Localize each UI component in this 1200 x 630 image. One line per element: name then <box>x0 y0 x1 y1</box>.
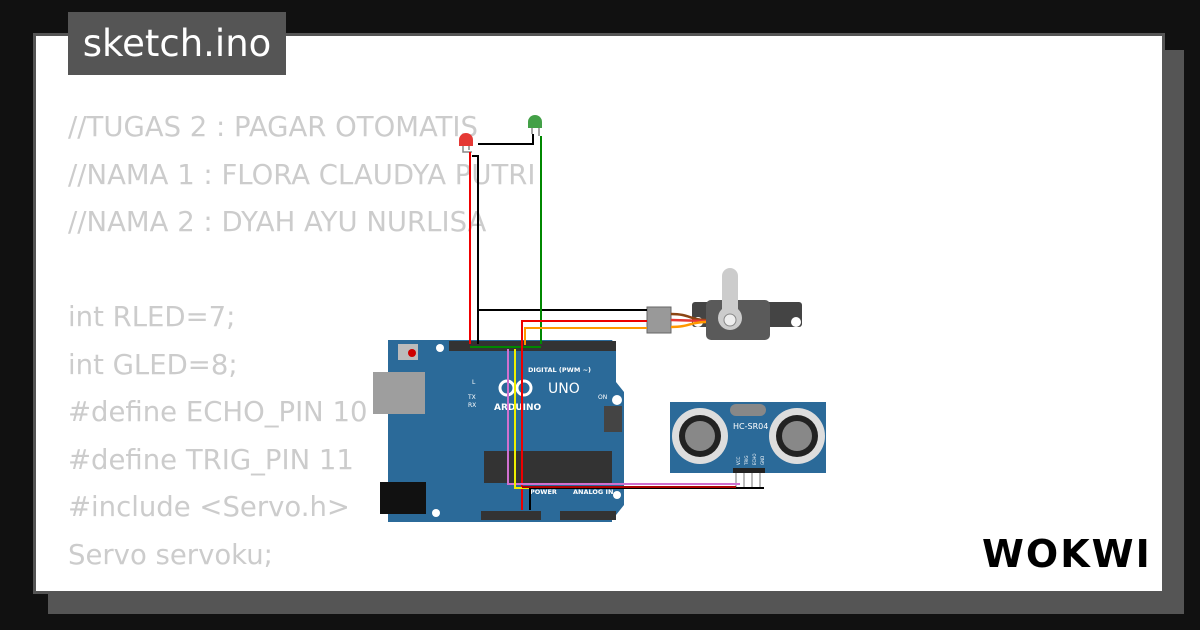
pin-label: ECHO <box>752 454 757 465</box>
digital-label: DIGITAL (PWM ~) <box>528 366 591 374</box>
code-line: #define ECHO_PIN 10 <box>68 396 368 428</box>
wires <box>469 134 764 510</box>
code-line: int RLED=7; <box>68 301 236 333</box>
preview-card: //TUGAS 2 : PAGAR OTOMATIS //NAMA 1 : FL… <box>33 33 1165 594</box>
tx-label: TX <box>467 394 476 401</box>
arduino-uno-board: ARDUINO UNO DIGITAL (PWM ~) POWER ANALOG… <box>373 340 624 522</box>
file-tab[interactable]: sketch.ino <box>68 12 286 75</box>
sensor-name: HC-SR04 <box>733 422 768 431</box>
wokwi-logo: WOKWI <box>982 532 1150 575</box>
l-label: L <box>472 379 476 386</box>
pin-label: VCC <box>736 456 741 465</box>
board-model: UNO <box>548 381 580 397</box>
pin-label: GND <box>760 456 765 465</box>
red-led <box>459 133 473 153</box>
code-line: //TUGAS 2 : PAGAR OTOMATIS <box>68 111 479 143</box>
code-line: #define TRIG_PIN 11 <box>68 443 354 476</box>
rx-label: RX <box>468 402 476 409</box>
usb-port <box>373 372 425 414</box>
hc-sr04-sensor: HC-SR04 VCC TRIG ECHO GND <box>670 402 826 487</box>
servo-motor <box>646 268 802 340</box>
code-line: //NAMA 2 : DYAH AYU NURLISA <box>68 206 487 238</box>
green-led <box>528 115 542 136</box>
code-line: Servo servoku; <box>68 538 273 571</box>
wokwi-logo-text: WOKWI <box>982 532 1150 575</box>
power-jack <box>380 482 426 514</box>
pin-label: TRIG <box>744 455 749 466</box>
board-brand: ARDUINO <box>494 403 542 413</box>
code-line: //NAMA 1 : FLORA CLAUDYA PUTRI <box>68 158 536 191</box>
power-label: POWER <box>530 488 557 496</box>
reset-button <box>408 349 416 357</box>
code-line: #include <Servo.h> <box>68 491 350 523</box>
on-label: ON <box>598 394 607 401</box>
microcontroller-chip <box>484 451 612 483</box>
code-preview: //TUGAS 2 : PAGAR OTOMATIS //NAMA 1 : FL… <box>68 104 536 579</box>
analog-label: ANALOG IN <box>573 488 613 496</box>
code-line: int GLED=8; <box>68 348 238 381</box>
